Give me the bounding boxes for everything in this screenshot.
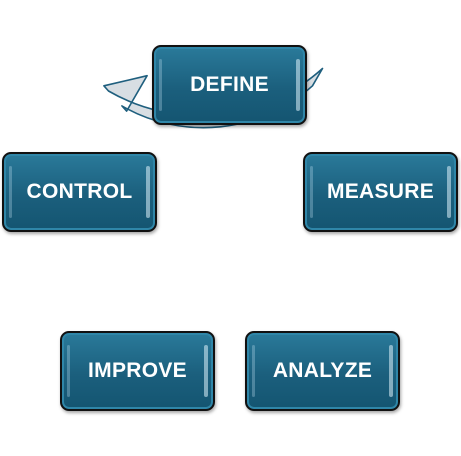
node-highlight <box>67 345 70 397</box>
improve-step: IMPROVE <box>60 331 215 411</box>
control-step: CONTROL <box>2 152 157 232</box>
measure-label: MEASURE <box>326 180 435 203</box>
node-highlight <box>204 345 208 397</box>
control-label: CONTROL <box>26 180 133 203</box>
define-label: DEFINE <box>190 73 269 96</box>
measure-step: MEASURE <box>303 152 458 232</box>
node-highlight <box>447 166 451 218</box>
node-highlight <box>159 59 162 111</box>
node-highlight <box>146 166 150 218</box>
analyze-label: ANALYZE <box>272 359 373 382</box>
node-highlight <box>252 345 255 397</box>
define-step: DEFINE <box>152 45 307 125</box>
node-highlight <box>9 166 12 218</box>
analyze-step: ANALYZE <box>245 331 400 411</box>
node-highlight <box>310 166 313 218</box>
node-highlight <box>296 59 300 111</box>
improve-label: IMPROVE <box>88 359 187 382</box>
node-highlight <box>389 345 393 397</box>
